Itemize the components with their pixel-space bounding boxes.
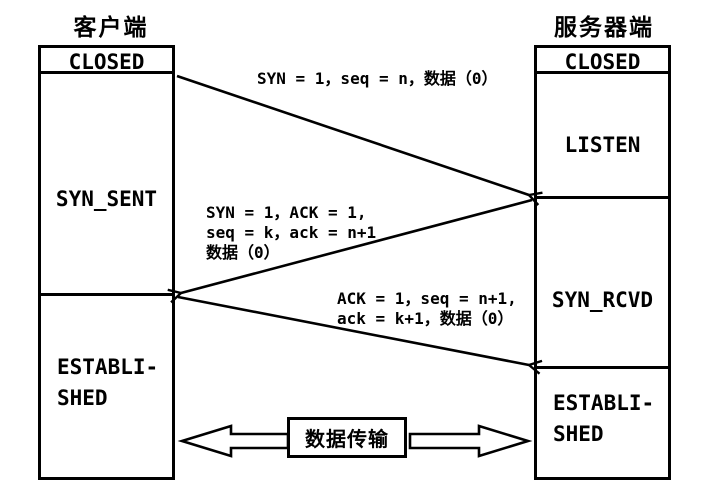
server-column-title: 服务器端 [554, 15, 654, 41]
data-transfer-label: 数据传输 [305, 427, 389, 451]
client-state-syn-sent: SYN_SENT [55, 187, 158, 211]
server-state-established: ESTABLI- SHED [553, 391, 655, 446]
server-state-listen: LISTEN [564, 133, 641, 157]
server-divider-synrcvd-established [534, 366, 671, 369]
syn-arrow [176, 74, 529, 195]
client-timeline-box [38, 45, 175, 480]
data-transfer-left-arrow [177, 424, 290, 458]
server-divider-closed-listen [534, 71, 671, 74]
ack-arrow [177, 295, 529, 365]
syn-ack-message-label: SYN = 1，ACK = 1, seq = k，ack = n+1 数据（0） [206, 203, 377, 262]
client-state-closed: CLOSED [68, 50, 145, 74]
server-state-syn-rcvd: SYN_RCVD [551, 288, 654, 312]
syn-message-label: SYN = 1，seq = n，数据（0） [257, 69, 498, 88]
server-timeline-box [534, 45, 671, 480]
server-state-closed: CLOSED [564, 50, 641, 74]
ack-message-label: ACK = 1，seq = n+1, ack = k+1，数据（0） [337, 289, 517, 328]
syn-ack-arrow [181, 198, 533, 293]
client-state-established: ESTABLI- SHED [57, 355, 159, 410]
data-transfer-box: 数据传输 [287, 417, 407, 458]
server-divider-listen-synrcvd [534, 196, 671, 199]
data-transfer-right-arrow [408, 424, 533, 458]
client-divider-closed-synsent [38, 71, 175, 74]
client-divider-synsent-established [38, 293, 175, 296]
client-column-title: 客户端 [73, 15, 149, 41]
